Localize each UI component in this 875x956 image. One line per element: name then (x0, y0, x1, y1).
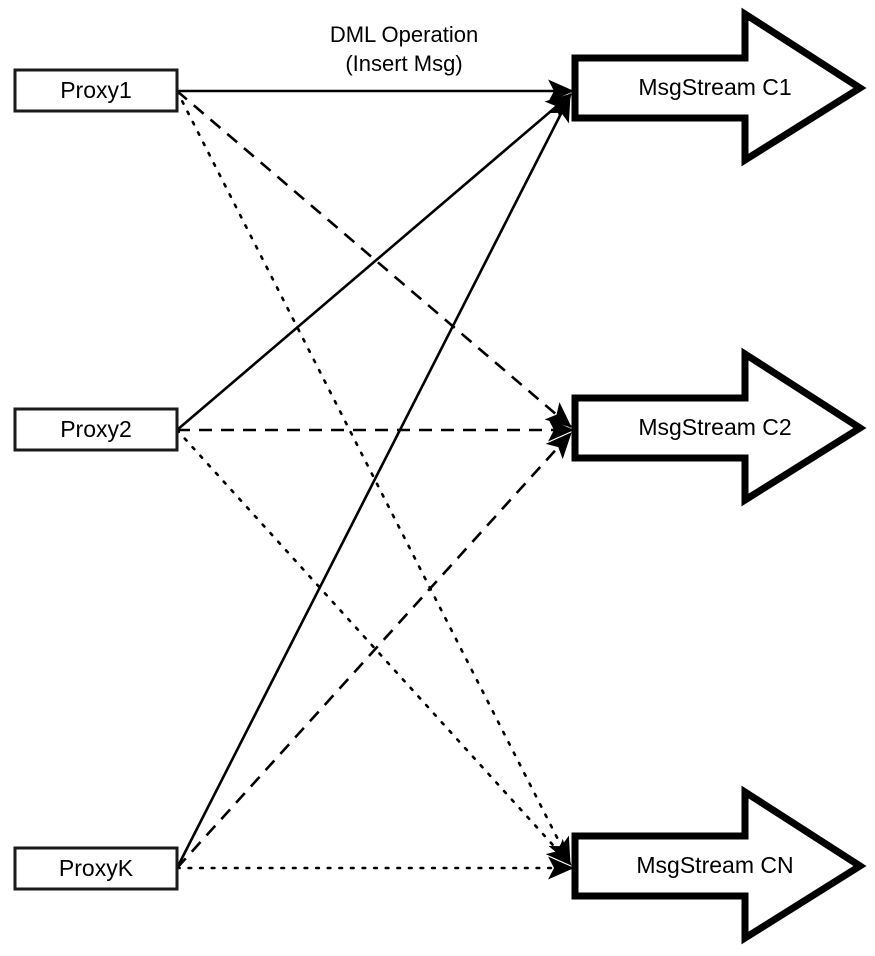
msgstream-c1-arrow-shape[interactable] (571, 7, 867, 167)
msgstream-c1-label: MsgStream C1 (638, 74, 791, 100)
proxy2-box[interactable] (13, 407, 179, 452)
proxyk-box[interactable] (13, 846, 179, 891)
edge-proxy1-to-msgstream-c2[interactable] (176, 90, 572, 428)
dml-operation-caption-line1: DML Operation (330, 22, 478, 47)
msgstream-c2-arrow-shape[interactable] (571, 347, 867, 507)
proxy1-box[interactable] (13, 68, 179, 113)
edge-proxy2-to-msgstream-cn[interactable] (175, 428, 573, 867)
proxy-node-proxy2[interactable]: Proxy2 (13, 407, 179, 452)
edge-proxy1-to-msgstream-cn[interactable] (175, 89, 572, 865)
proxy-node-proxyk[interactable]: ProxyK (13, 846, 179, 891)
proxy2-label: Proxy2 (60, 416, 132, 442)
proxy1-label: Proxy1 (60, 77, 132, 103)
stream-node-msgstream-cn[interactable]: MsgStream CN (571, 785, 867, 945)
edge-proxyk-to-msgstream-c2[interactable] (176, 432, 572, 869)
edge-proxy2-to-msgstream-c1[interactable] (176, 93, 572, 431)
dml-operation-caption: DML Operation (Insert Msg) (330, 22, 478, 76)
edge-layer (175, 79, 575, 880)
msgstream-cn-arrow-shape[interactable] (571, 785, 867, 945)
stream-node-msgstream-c1[interactable]: MsgStream C1 (571, 7, 867, 167)
edge-proxyk-to-msgstream-c1[interactable] (175, 95, 572, 869)
proxy-node-proxy1[interactable]: Proxy1 (13, 68, 179, 113)
msgstream-cn-label: MsgStream CN (636, 852, 793, 878)
dml-operation-caption-line2: (Insert Msg) (345, 51, 462, 76)
msgstream-c2-label: MsgStream C2 (638, 414, 791, 440)
stream-node-msgstream-c2[interactable]: MsgStream C2 (571, 347, 867, 507)
proxyk-label: ProxyK (59, 855, 134, 881)
